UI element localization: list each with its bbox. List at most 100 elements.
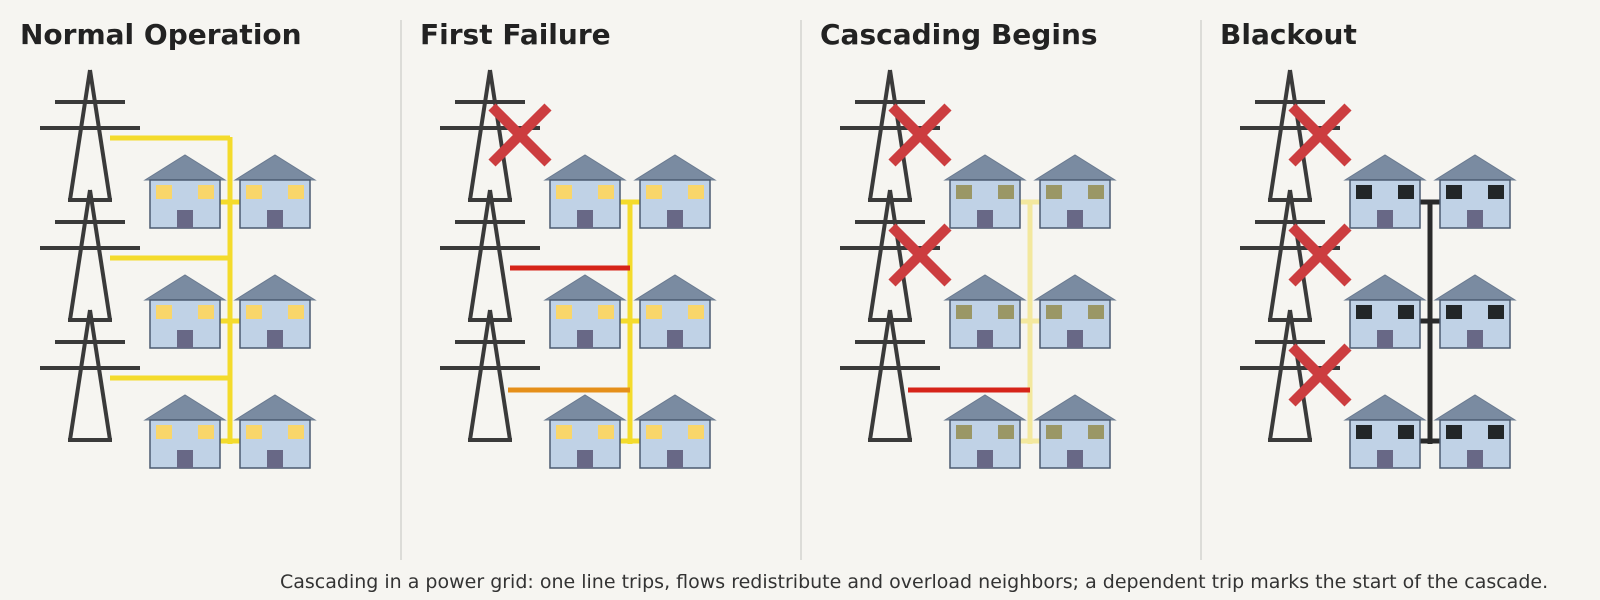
door-icon [1067, 210, 1083, 228]
window-icon [598, 185, 614, 199]
door-icon [577, 450, 593, 468]
window-icon [288, 425, 304, 439]
house-icon [1433, 394, 1517, 469]
house-icon [1343, 394, 1427, 469]
window-icon [556, 185, 572, 199]
failure-x-icon [488, 103, 552, 167]
door-icon [667, 330, 683, 348]
window-icon [156, 305, 172, 319]
window-icon [1356, 305, 1372, 319]
door-icon [1377, 450, 1393, 468]
window-icon [1088, 185, 1104, 199]
window-icon [956, 425, 972, 439]
panel-title-first-failure: First Failure [420, 18, 611, 51]
transmission-tower-icon [40, 69, 140, 202]
house-icon [233, 394, 317, 469]
window-icon [1088, 305, 1104, 319]
door-icon [1467, 210, 1483, 228]
door-icon [1467, 330, 1483, 348]
house-icon [943, 274, 1027, 349]
door-icon [977, 330, 993, 348]
window-icon [1488, 185, 1504, 199]
window-icon [198, 305, 214, 319]
transmission-tower-icon [40, 189, 140, 322]
door-icon [1377, 210, 1393, 228]
panel-title-cascading-begins: Cascading Begins [820, 18, 1098, 51]
window-icon [956, 185, 972, 199]
window-icon [1046, 305, 1062, 319]
window-icon [288, 305, 304, 319]
door-icon [577, 330, 593, 348]
window-icon [1088, 425, 1104, 439]
transmission-tower-icon [440, 69, 540, 202]
window-icon [198, 185, 214, 199]
door-icon [577, 210, 593, 228]
window-icon [1446, 185, 1462, 199]
failure-x-icon [1288, 223, 1352, 287]
house-icon [1343, 274, 1427, 349]
window-icon [646, 185, 662, 199]
house-icon [143, 274, 227, 349]
window-icon [1398, 305, 1414, 319]
panel-title-normal-operation: Normal Operation [20, 18, 302, 51]
house-icon [543, 394, 627, 469]
door-icon [1067, 450, 1083, 468]
house-icon [543, 274, 627, 349]
door-icon [1467, 450, 1483, 468]
window-icon [156, 425, 172, 439]
window-icon [156, 185, 172, 199]
house-icon [633, 154, 717, 229]
door-icon [667, 450, 683, 468]
house-icon [943, 394, 1027, 469]
door-icon [177, 450, 193, 468]
window-icon [1488, 305, 1504, 319]
window-icon [598, 305, 614, 319]
window-icon [288, 185, 304, 199]
window-icon [246, 305, 262, 319]
window-icon [246, 185, 262, 199]
window-icon [688, 425, 704, 439]
door-icon [1067, 330, 1083, 348]
house-icon [233, 274, 317, 349]
door-icon [667, 210, 683, 228]
door-icon [267, 450, 283, 468]
window-icon [1398, 185, 1414, 199]
window-icon [1398, 425, 1414, 439]
panel-divider [400, 20, 402, 560]
window-icon [956, 305, 972, 319]
door-icon [177, 210, 193, 228]
figure-caption: Cascading in a power grid: one line trip… [280, 571, 1549, 593]
house-icon [1433, 154, 1517, 229]
house-icon [1033, 274, 1117, 349]
window-icon [646, 305, 662, 319]
window-icon [198, 425, 214, 439]
window-icon [1046, 185, 1062, 199]
failure-x-icon [888, 223, 952, 287]
panel-divider [1200, 20, 1202, 560]
transmission-tower-icon [840, 69, 940, 202]
house-icon [233, 154, 317, 229]
panel-title-blackout: Blackout [1220, 18, 1357, 51]
window-icon [1356, 425, 1372, 439]
house-icon [1033, 154, 1117, 229]
window-icon [1446, 425, 1462, 439]
window-icon [998, 425, 1014, 439]
window-icon [598, 425, 614, 439]
window-icon [688, 185, 704, 199]
door-icon [267, 210, 283, 228]
door-icon [977, 210, 993, 228]
house-icon [1433, 274, 1517, 349]
house-icon [143, 394, 227, 469]
house-icon [543, 154, 627, 229]
house-icon [143, 154, 227, 229]
failure-x-icon [1288, 103, 1352, 167]
failure-x-icon [1288, 343, 1352, 407]
window-icon [646, 425, 662, 439]
house-icon [1033, 394, 1117, 469]
window-icon [246, 425, 262, 439]
house-icon [943, 154, 1027, 229]
window-icon [998, 305, 1014, 319]
door-icon [1377, 330, 1393, 348]
door-icon [977, 450, 993, 468]
